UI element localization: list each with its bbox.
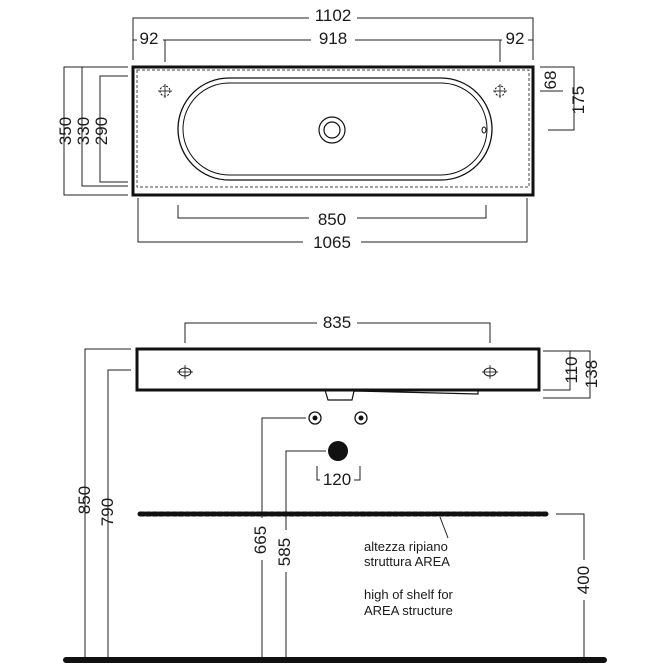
dim-shelf-height: 400 [574,566,593,594]
top-bowl-outer [177,77,493,181]
dim-front-height: 110 [562,356,581,383]
dim-install-height-inner: 790 [98,498,117,526]
shelf-note-en-line1: high of shelf for [364,587,454,602]
fixing-hole-icon [177,365,193,379]
dim-drain-offset: 68 [541,71,560,90]
dim-fixing-span: 835 [323,313,351,332]
water-supply-icon [354,411,368,425]
dim-depth-inner: 290 [92,117,111,145]
dim-inner-length: 1065 [313,233,351,252]
front-view: 835 110 138 [63,313,607,663]
shelf-note-it-line1: altezza ripiano [364,539,448,554]
dim-pipe-spacing: 120 [323,470,351,489]
top-basin-inner-dashed [136,69,530,188]
dim-right-offset: 92 [506,29,525,48]
dim-bowl-depth: 175 [569,86,588,114]
top-bowl-inner [182,82,488,176]
dim-bowl-length: 850 [318,210,346,229]
front-basin-outline [135,347,541,392]
drain-icon [318,116,346,144]
front-bowl-underside [324,389,479,401]
water-supply-icon [308,411,322,425]
top-basin-outline [131,65,535,197]
fixing-hole-icon [158,84,172,98]
dim-left-offset: 92 [140,29,159,48]
dim-center-span: 918 [319,29,347,48]
dim-depth-mid: 330 [74,117,93,145]
top-view: 1102 92 918 92 350 330 290 68 175 850 10… [56,5,588,253]
overflow-icon [481,126,487,134]
dim-overall-width: 1102 [315,6,352,25]
fixing-hole-icon [493,84,507,98]
shelf-note-it-line2: struttura AREA [364,554,450,569]
dim-supply-height: 665 [251,526,270,554]
shelf-note-en-line2: AREA structure [364,603,453,618]
dim-drain-height: 585 [275,538,294,566]
dim-install-height: 850 [75,486,94,514]
waste-outlet-icon [328,441,348,461]
fixing-hole-icon [482,365,498,379]
dim-depth-outer: 350 [56,117,75,145]
dim-total-height: 138 [582,360,601,388]
